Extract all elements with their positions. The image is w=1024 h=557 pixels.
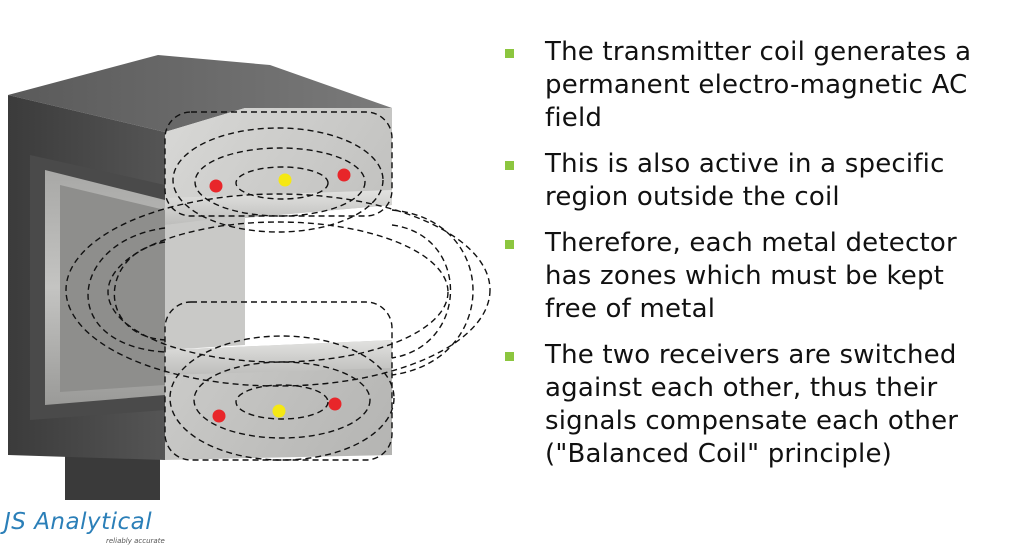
bullet-text: This is also active in a specific region… — [545, 149, 945, 212]
lower-transmitter-dot — [272, 404, 286, 418]
upper-transmitter-dot — [278, 173, 292, 187]
bullet-marker-icon — [505, 49, 514, 58]
bullet-item: This is also active in a specific region… — [505, 148, 1015, 214]
metal-detector-diagram — [8, 55, 491, 500]
detector-housing — [8, 55, 392, 500]
bullet-text: The transmitter coil generates a permane… — [545, 37, 972, 133]
bullet-item: The two receivers are switched against e… — [505, 339, 1015, 471]
bullet-item: The transmitter coil generates a permane… — [505, 36, 1015, 135]
bullet-marker-icon — [505, 352, 514, 361]
bullet-text: The two receivers are switched against e… — [545, 340, 959, 469]
company-logo: JS Analytical reliably accurate — [4, 508, 174, 552]
bullet-list: The transmitter coil generates a permane… — [505, 36, 1015, 484]
bullet-marker-icon — [505, 240, 514, 249]
bullet-text: Therefore, each metal detector has zones… — [545, 228, 957, 324]
magnetic-field-lines — [65, 111, 491, 461]
upper-right-receiver-dot — [337, 168, 351, 182]
lower-left-receiver-dot — [212, 409, 226, 423]
bullet-item: Therefore, each metal detector has zones… — [505, 227, 1015, 326]
bullet-marker-icon — [505, 161, 514, 170]
logo-name: JS Analytical — [4, 509, 153, 535]
lower-coil-outline — [164, 301, 393, 461]
upper-coil-outline — [164, 111, 393, 217]
logo-tagline: reliably accurate — [106, 537, 165, 545]
lower-right-receiver-dot — [328, 397, 342, 411]
upper-left-receiver-dot — [209, 179, 223, 193]
